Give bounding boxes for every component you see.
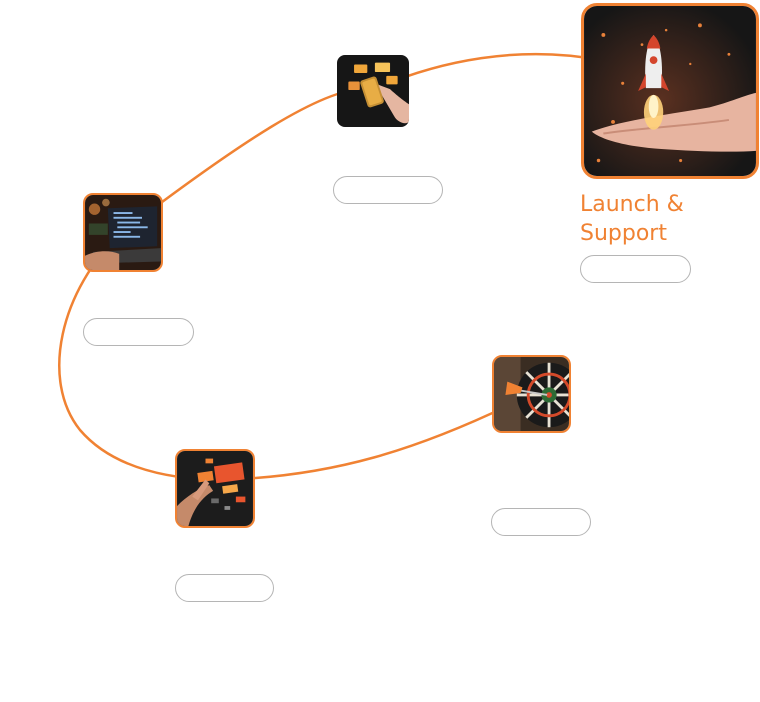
step-design-image[interactable] xyxy=(175,449,255,528)
step-target-button[interactable] xyxy=(491,508,591,536)
step-design-button[interactable] xyxy=(175,574,274,602)
rocket-in-hand-icon xyxy=(584,6,756,176)
step-phone-button[interactable] xyxy=(333,176,443,204)
step-laptop-image[interactable] xyxy=(83,193,163,272)
hand-holding-phone-icon xyxy=(337,55,409,127)
step-target-image[interactable] xyxy=(492,355,571,433)
hand-with-floating-tiles-icon xyxy=(177,451,253,526)
step-phone-image[interactable] xyxy=(335,53,411,129)
step-launch-support-image[interactable] xyxy=(581,3,759,179)
dart-in-dartboard-icon xyxy=(494,357,569,431)
person-coding-laptop-icon xyxy=(85,195,161,270)
step-laptop-button[interactable] xyxy=(83,318,194,346)
step-launch-support-button[interactable] xyxy=(580,255,691,283)
active-step-title: Launch & Support xyxy=(580,192,684,246)
